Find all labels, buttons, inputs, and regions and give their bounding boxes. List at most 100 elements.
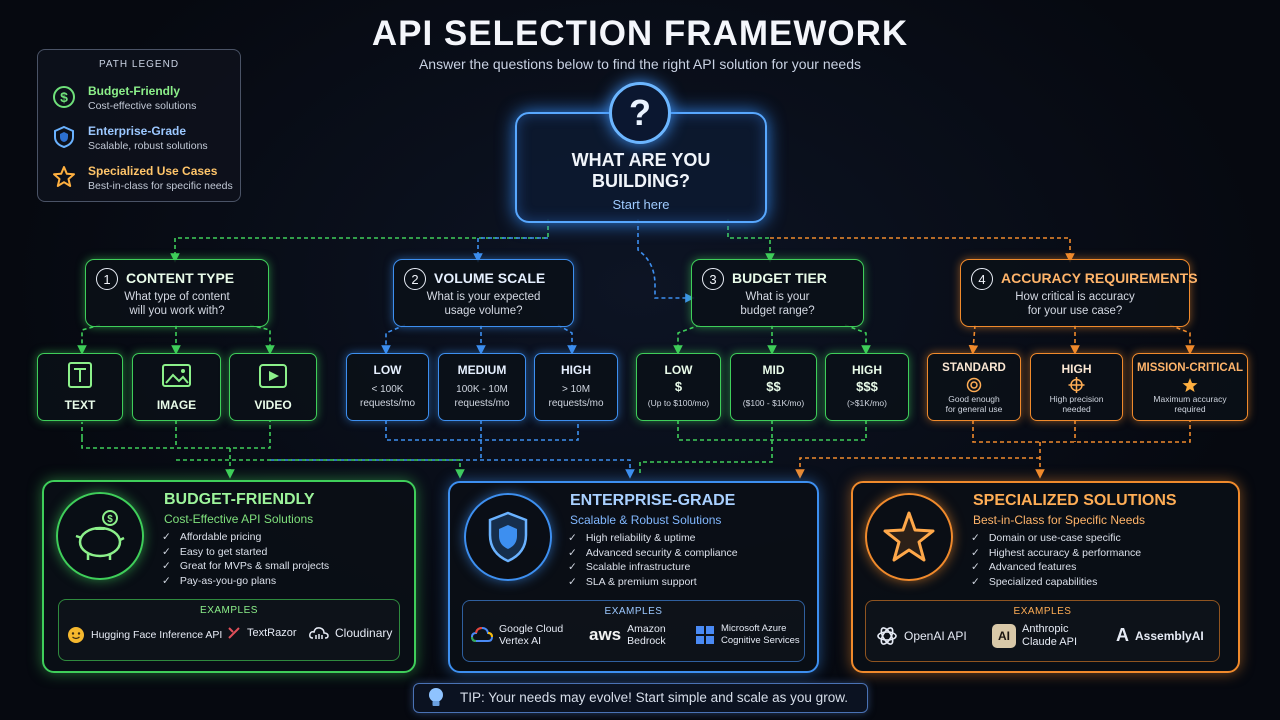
question-title: ACCURACY REQUIREMENTS: [1001, 270, 1198, 286]
option-budget-high[interactable]: HIGH $$$ (>$1K/mo): [825, 353, 909, 421]
example-openai[interactable]: OpenAI API: [876, 625, 967, 647]
question-mark-icon: ?: [609, 82, 671, 144]
legend-desc: Best-in-class for specific needs: [88, 180, 233, 192]
assemblyai-icon: A: [1116, 625, 1129, 645]
option-image[interactable]: IMAGE: [132, 353, 221, 421]
feature-item: Pay-as-you-go plans: [162, 574, 329, 589]
option-label: TEXT: [64, 398, 96, 412]
option-label: HIGH: [1061, 362, 1092, 376]
example-hugging-face[interactable]: Hugging Face Inference API: [67, 626, 222, 644]
option-video[interactable]: VIDEO: [229, 353, 317, 421]
feature-item: Affordable pricing: [162, 530, 329, 545]
solution-title: SPECIALIZED SOLUTIONS: [973, 492, 1177, 509]
star-icon: [865, 493, 953, 581]
option-text[interactable]: TEXT: [37, 353, 123, 421]
google-cloud-icon: [471, 626, 493, 642]
legend-desc: Scalable, robust solutions: [88, 140, 208, 152]
legend-title: Budget-Friendly: [88, 84, 180, 98]
dollar-icon: $: [53, 86, 75, 108]
price-symbol: $$: [766, 379, 781, 394]
solution-enterprise-grade[interactable]: ENTERPRISE-GRADE Scalable & Robust Solut…: [448, 481, 819, 673]
feature-item: Easy to get started: [162, 545, 329, 560]
question-title: BUDGET TIER: [732, 270, 827, 286]
path-legend: PATH LEGEND $ Budget-Friendly Cost-effec…: [37, 49, 241, 202]
legend-title: Specialized Use Cases: [88, 164, 218, 178]
examples-heading: EXAMPLES: [1013, 606, 1072, 617]
option-budget-mid[interactable]: MID $$ ($100 - $1K/mo): [730, 353, 817, 421]
question-accuracy-requirements[interactable]: 4 ACCURACY REQUIREMENTS How critical is …: [960, 259, 1198, 327]
option-label: STANDARD: [942, 362, 1006, 374]
price-symbol: $: [674, 379, 683, 394]
example-cloudinary[interactable]: Cloudinary: [309, 626, 392, 640]
price-symbol: $$$: [856, 379, 878, 394]
feature-item: Highest accuracy & performance: [971, 546, 1141, 561]
option-label: MISSION-CRITICAL: [1136, 362, 1244, 374]
text-icon: [68, 362, 92, 388]
feature-list: Affordable pricing Easy to get started G…: [162, 530, 329, 588]
aws-smile: [589, 643, 590, 644]
option-label: MID: [762, 363, 785, 377]
feature-item: Scalable infrastructure: [568, 560, 738, 575]
legend-heading: PATH LEGEND: [98, 59, 180, 70]
solution-specialized[interactable]: SPECIALIZED SOLUTIONS Best-in-Class for …: [851, 481, 1240, 673]
option-label: MEDIUM: [457, 363, 507, 377]
video-icon: [259, 364, 287, 388]
feature-list: High reliability & uptime Advanced secur…: [568, 531, 738, 589]
openai-icon: [877, 627, 897, 645]
feature-list: Domain or use-case specific Highest accu…: [971, 531, 1141, 589]
star-icon: [53, 166, 75, 187]
examples-panel: EXAMPLES Hugging Face Inference API Text…: [58, 599, 400, 661]
option-label: HIGH: [561, 363, 591, 377]
example-assemblyai[interactable]: A AssemblyAI: [1116, 625, 1204, 645]
start-here-label: Start here: [612, 197, 670, 212]
solution-budget-friendly[interactable]: $ BUDGET-FRIENDLY Cost-Effective API Sol…: [42, 480, 416, 673]
step-number: 3: [702, 268, 724, 290]
feature-item: Domain or use-case specific: [971, 531, 1141, 546]
aws-icon: aws: [589, 625, 622, 644]
target-icon: [966, 377, 982, 393]
shield-icon: [54, 125, 74, 149]
step-number: 2: [404, 268, 426, 290]
feature-item: High reliability & uptime: [568, 531, 738, 546]
solution-subtitle: Best-in-Class for Specific Needs: [973, 513, 1146, 527]
step-number: 4: [971, 268, 993, 290]
shield-icon: [464, 493, 552, 581]
option-label: LOW: [373, 363, 402, 377]
image-icon: [162, 364, 191, 387]
tip-text: TIP: Your needs may evolve! Start simple…: [460, 690, 848, 705]
lightbulb-icon: [429, 688, 443, 706]
example-textrazor[interactable]: TextRazor: [227, 626, 297, 640]
azure-icon: [696, 626, 714, 644]
examples-heading: EXAMPLES: [200, 605, 258, 616]
question-title: CONTENT TYPE: [126, 270, 235, 286]
piggy-bank-icon: $: [56, 492, 144, 580]
step-number: 1: [96, 268, 118, 290]
svg-text:$: $: [60, 89, 68, 105]
tip-banner: TIP: Your needs may evolve! Start simple…: [413, 683, 868, 713]
option-budget-low[interactable]: LOW $ (Up to $100/mo): [636, 353, 721, 421]
